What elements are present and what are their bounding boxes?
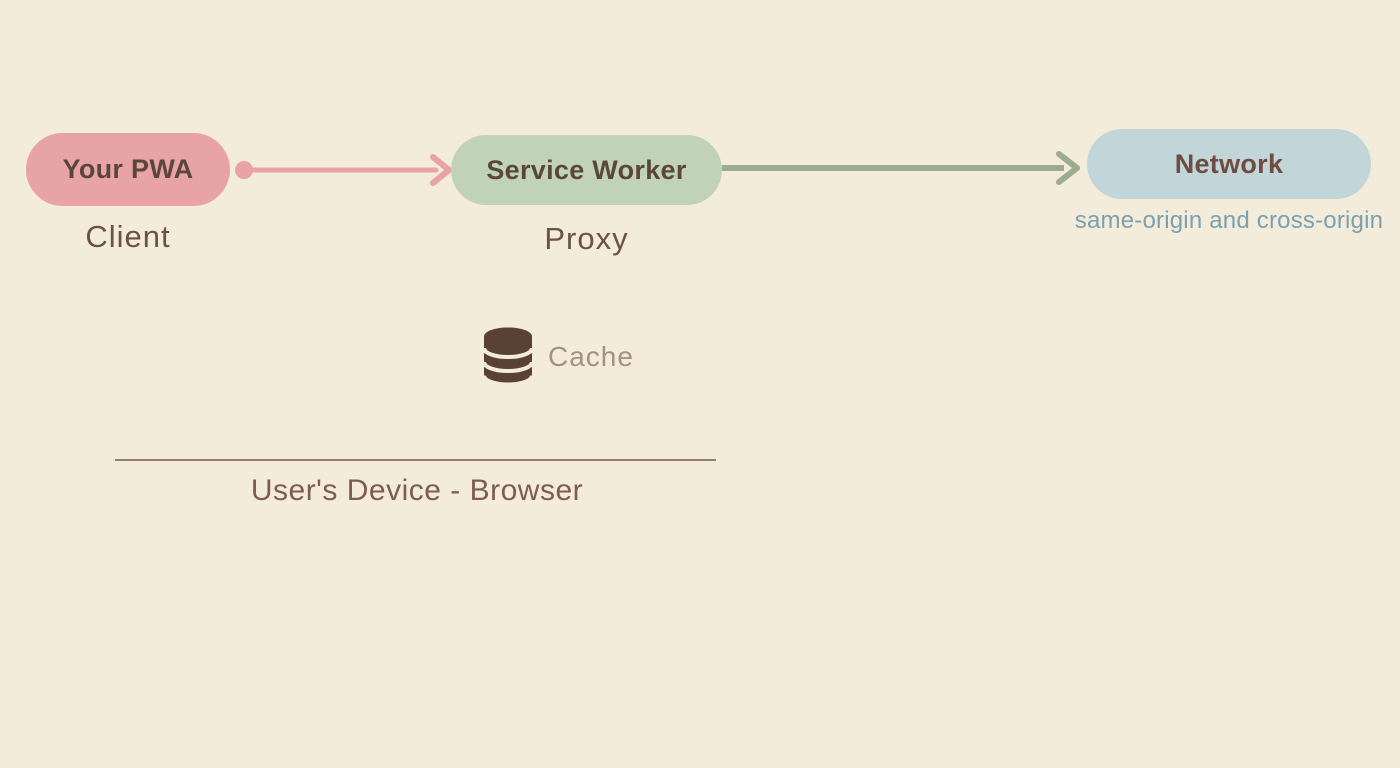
node-network: Network [1087,129,1371,199]
label-proxy: Proxy [544,221,629,256]
arrow-origin-dot [235,161,253,179]
node-your-pwa-label: Your PWA [62,154,194,184]
node-network-label: Network [1174,148,1284,179]
node-your-pwa: Your PWA [26,133,230,206]
arrowhead-icon [1056,151,1080,185]
arrow-service-worker-to-network [722,151,1080,185]
node-service-worker-label: Service Worker [486,154,687,185]
database-icon [483,327,533,386]
device-boundary-label: User's Device - Browser [250,474,584,507]
arrowhead-icon [430,154,452,186]
cache-group: Cache [483,327,634,386]
label-client: Client [85,219,171,254]
node-service-worker: Service Worker [451,135,722,205]
label-origins: same-origin and cross-origin [1074,207,1384,234]
arrow-pwa-to-service-worker [235,154,452,186]
cache-label: Cache [548,340,634,372]
device-boundary-line [115,459,716,461]
